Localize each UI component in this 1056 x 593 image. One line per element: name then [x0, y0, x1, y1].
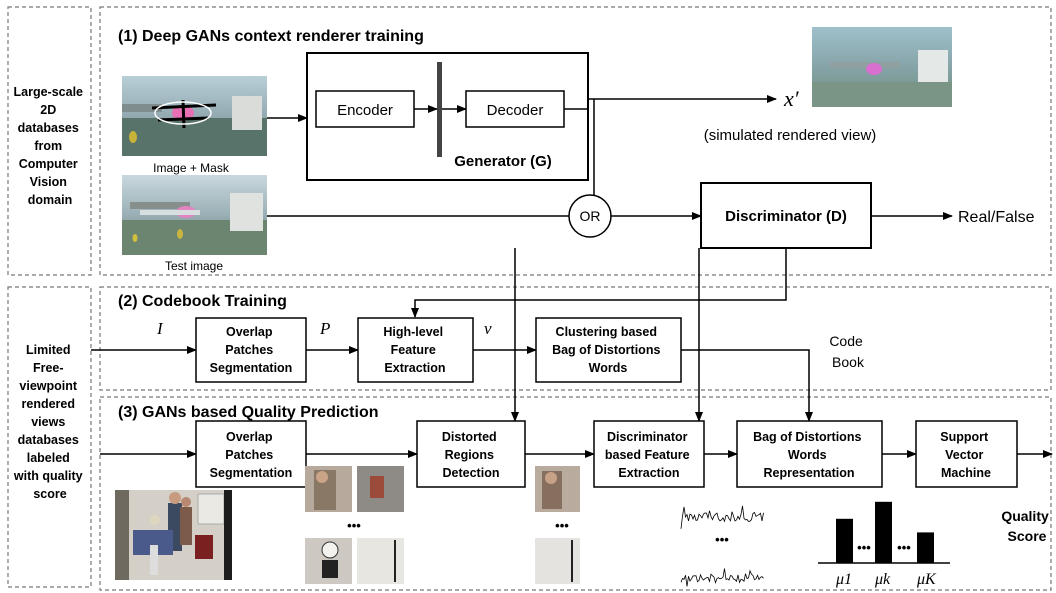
- s3-bag-label: Bag of Distortions Words Representation: [753, 430, 865, 480]
- generator-label: Generator (G): [454, 153, 552, 170]
- histogram-bar-muK: [917, 532, 934, 563]
- symbol-I: I: [156, 319, 164, 338]
- section1-panel: [99, 6, 1052, 276]
- symbol-v: v: [484, 319, 492, 338]
- histogram-dots-1: •••: [857, 540, 871, 555]
- discriminator-to-feature-line: [411, 248, 787, 318]
- feature-signal-top: [680, 505, 764, 529]
- codebook-label: Code Book: [829, 333, 866, 370]
- histogram-dots-2: •••: [897, 540, 911, 555]
- left-panel-bottom: [7, 286, 92, 588]
- latent-bar: [437, 62, 442, 157]
- s2-cluster-label: Clustering based Bag of Distortions Word…: [552, 325, 664, 375]
- s2-cluster-box: [535, 317, 682, 383]
- x-prime-symbol: x′: [783, 86, 800, 111]
- feature-signal-bottom: [680, 568, 764, 587]
- s3-svm-box: [915, 420, 1018, 488]
- discriminator-label: Discriminator (D): [725, 208, 847, 225]
- patch-ellipsis-2: •••: [555, 518, 569, 533]
- patch-grid-2: [535, 466, 580, 584]
- s3-distorted-box: [416, 420, 526, 488]
- s3-svm-label: Support Vector Machine: [940, 430, 991, 480]
- patch-ellipsis-1: •••: [347, 518, 361, 533]
- histogram-label-muK: μK: [916, 571, 937, 588]
- s3-disc-feature-box: [593, 420, 705, 488]
- image-mask-caption: Image + Mask: [153, 161, 230, 175]
- section2-title: (2) Codebook Training: [118, 293, 287, 310]
- left-label-bottom: Limited Free- viewpoint rendered views d…: [13, 343, 86, 501]
- test-image-caption: Test image: [165, 259, 223, 273]
- left-panel-top: [7, 6, 92, 276]
- section3-title: (3) GANs based Quality Prediction: [118, 404, 379, 421]
- s2-overlap-box: [195, 317, 307, 383]
- section1-title: (1) Deep GANs context renderer training: [118, 28, 424, 45]
- s3-disc-feature-label: Discriminator based Feature Extraction: [605, 430, 693, 480]
- s3-overlap-label: Overlap Patches Segmentation: [210, 430, 293, 480]
- quality-score-label: Quality Score: [1001, 508, 1052, 544]
- signal-ellipsis: •••: [715, 532, 729, 547]
- section2-panel: [99, 286, 1052, 391]
- histogram-bar-muk: [875, 501, 892, 563]
- simulated-view-caption: (simulated rendered view): [704, 127, 877, 144]
- rendered-view-thumbnail: [812, 27, 952, 107]
- generator-output-arrow: [564, 95, 777, 110]
- histogram-label-muk: μk: [874, 571, 891, 588]
- office-scene-photo: [115, 490, 232, 580]
- real-false-label: Real/False: [958, 209, 1035, 226]
- histogram-label-mu1: μ1: [835, 571, 852, 588]
- cluster-to-bag-line: [681, 349, 813, 422]
- left-label-top: Large-scale 2D databases from Computer V…: [14, 85, 87, 207]
- s3-bag-box: [736, 420, 883, 488]
- s2-feature-box: [357, 317, 474, 383]
- or-label: OR: [580, 208, 601, 224]
- test-image-thumbnail: [122, 175, 267, 255]
- encoder-box: [315, 90, 415, 128]
- image-mask-thumbnail: [122, 76, 267, 156]
- encoder-label: Encoder: [337, 102, 393, 119]
- decoder-label: Decoder: [487, 102, 544, 119]
- s2-overlap-label: Overlap Patches Segmentation: [210, 325, 293, 375]
- s2-feature-label: High-level Feature Extraction: [383, 325, 446, 375]
- section3-panel: [99, 396, 1052, 591]
- histogram-bar-mu1: [836, 518, 853, 563]
- patch-grid-1: [305, 466, 404, 584]
- s3-distorted-label: Distorted Regions Detection: [442, 430, 500, 480]
- symbol-P: P: [319, 319, 330, 338]
